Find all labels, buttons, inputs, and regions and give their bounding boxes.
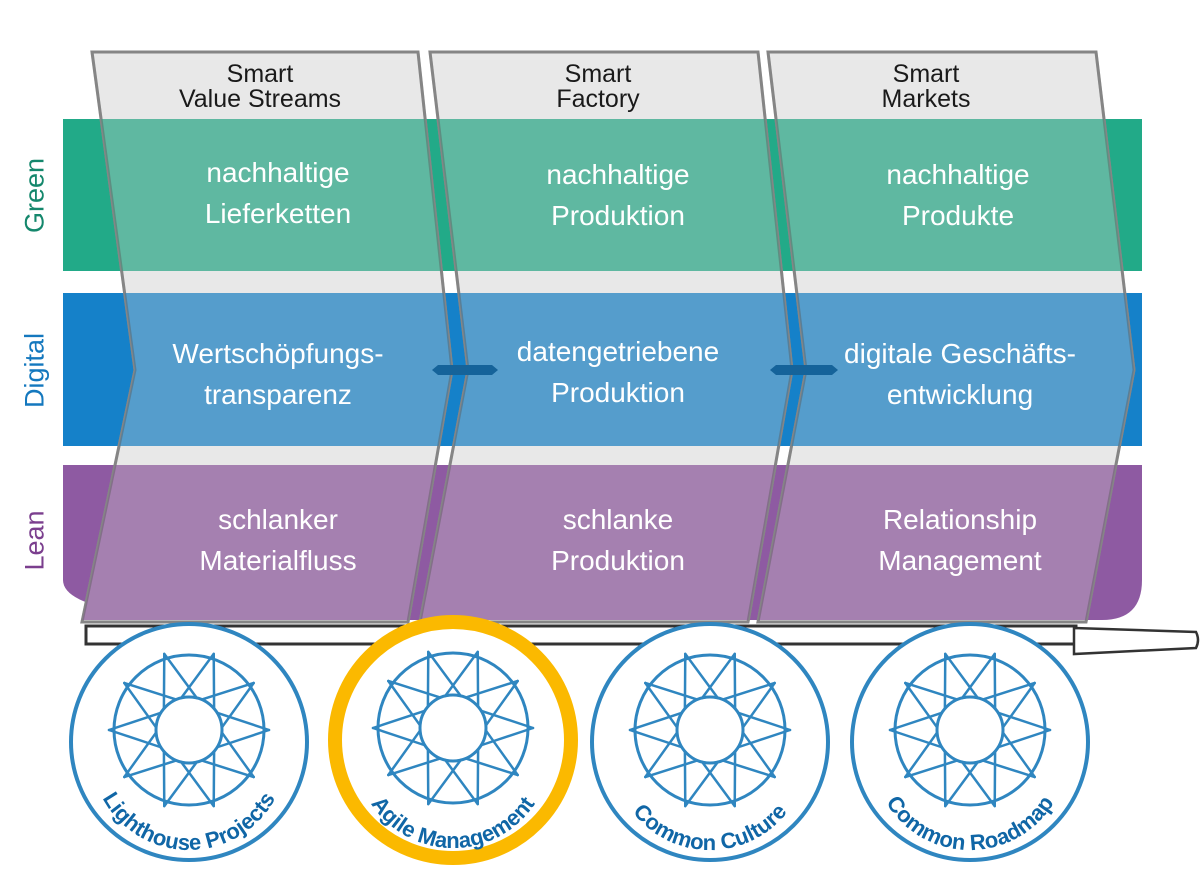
cell-line: Produktion bbox=[498, 195, 738, 236]
cell-line: Produktion bbox=[478, 372, 758, 413]
wheel-common-roadmap[interactable]: Common Roadmap bbox=[852, 624, 1088, 860]
cell-line: transparenz bbox=[138, 374, 418, 415]
row-label-digital: Digital bbox=[20, 291, 51, 451]
cell-line: Produkte bbox=[838, 195, 1078, 236]
wheel-hub bbox=[677, 697, 743, 763]
column-title-line1: Smart bbox=[826, 62, 1026, 87]
column-title-line1: Smart bbox=[498, 62, 698, 87]
cell-line: nachhaltige bbox=[158, 152, 398, 193]
wheel-hub bbox=[937, 697, 1003, 763]
cell-line: entwicklung bbox=[810, 374, 1110, 415]
trailer-hitch bbox=[1074, 628, 1198, 654]
column-title-line2: Value Streams bbox=[160, 87, 360, 112]
cell-line: Relationship bbox=[840, 499, 1080, 540]
cell-digital-factory: datengetriebene Produktion bbox=[478, 331, 758, 413]
cell-lean-markets: Relationship Management bbox=[840, 499, 1080, 581]
cell-lean-factory: schlanke Produktion bbox=[498, 499, 738, 581]
column-title-markets: Smart Markets bbox=[826, 62, 1026, 112]
row-label-lean: Lean bbox=[20, 461, 51, 621]
cell-green-value-streams: nachhaltige Lieferketten bbox=[158, 152, 398, 234]
cell-green-markets: nachhaltige Produkte bbox=[838, 154, 1078, 236]
wheel-common-culture[interactable]: Common Culture bbox=[592, 624, 828, 860]
cell-line: digitale Geschäfts- bbox=[810, 333, 1110, 374]
wheel-agile-management[interactable]: Agile Management bbox=[335, 622, 571, 858]
cell-digital-markets: digitale Geschäfts- entwicklung bbox=[810, 333, 1110, 415]
column-title-line2: Markets bbox=[826, 87, 1026, 112]
cell-lean-value-streams: schlanker Materialfluss bbox=[158, 499, 398, 581]
cell-line: schlanke bbox=[498, 499, 738, 540]
column-title-factory: Smart Factory bbox=[498, 62, 698, 112]
row-label-green: Green bbox=[20, 116, 51, 276]
cell-line: Management bbox=[840, 540, 1080, 581]
column-title-line1: Smart bbox=[160, 62, 360, 87]
cell-line: Produktion bbox=[498, 540, 738, 581]
cell-line: datengetriebene bbox=[478, 331, 758, 372]
cell-line: Materialfluss bbox=[158, 540, 398, 581]
column-title-value-streams: Smart Value Streams bbox=[160, 62, 360, 112]
cell-green-factory: nachhaltige Produktion bbox=[498, 154, 738, 236]
wheel-hub bbox=[420, 695, 486, 761]
cell-line: nachhaltige bbox=[498, 154, 738, 195]
cell-line: schlanker bbox=[158, 499, 398, 540]
cell-line: Lieferketten bbox=[158, 193, 398, 234]
wheel-lighthouse-projects[interactable]: Lighthouse Projects bbox=[71, 624, 307, 860]
wheel-hub bbox=[156, 697, 222, 763]
column-title-line2: Factory bbox=[498, 87, 698, 112]
cell-line: Wertschöpfungs- bbox=[138, 333, 418, 374]
cell-digital-value-streams: Wertschöpfungs- transparenz bbox=[138, 333, 418, 415]
cell-line: nachhaltige bbox=[838, 154, 1078, 195]
